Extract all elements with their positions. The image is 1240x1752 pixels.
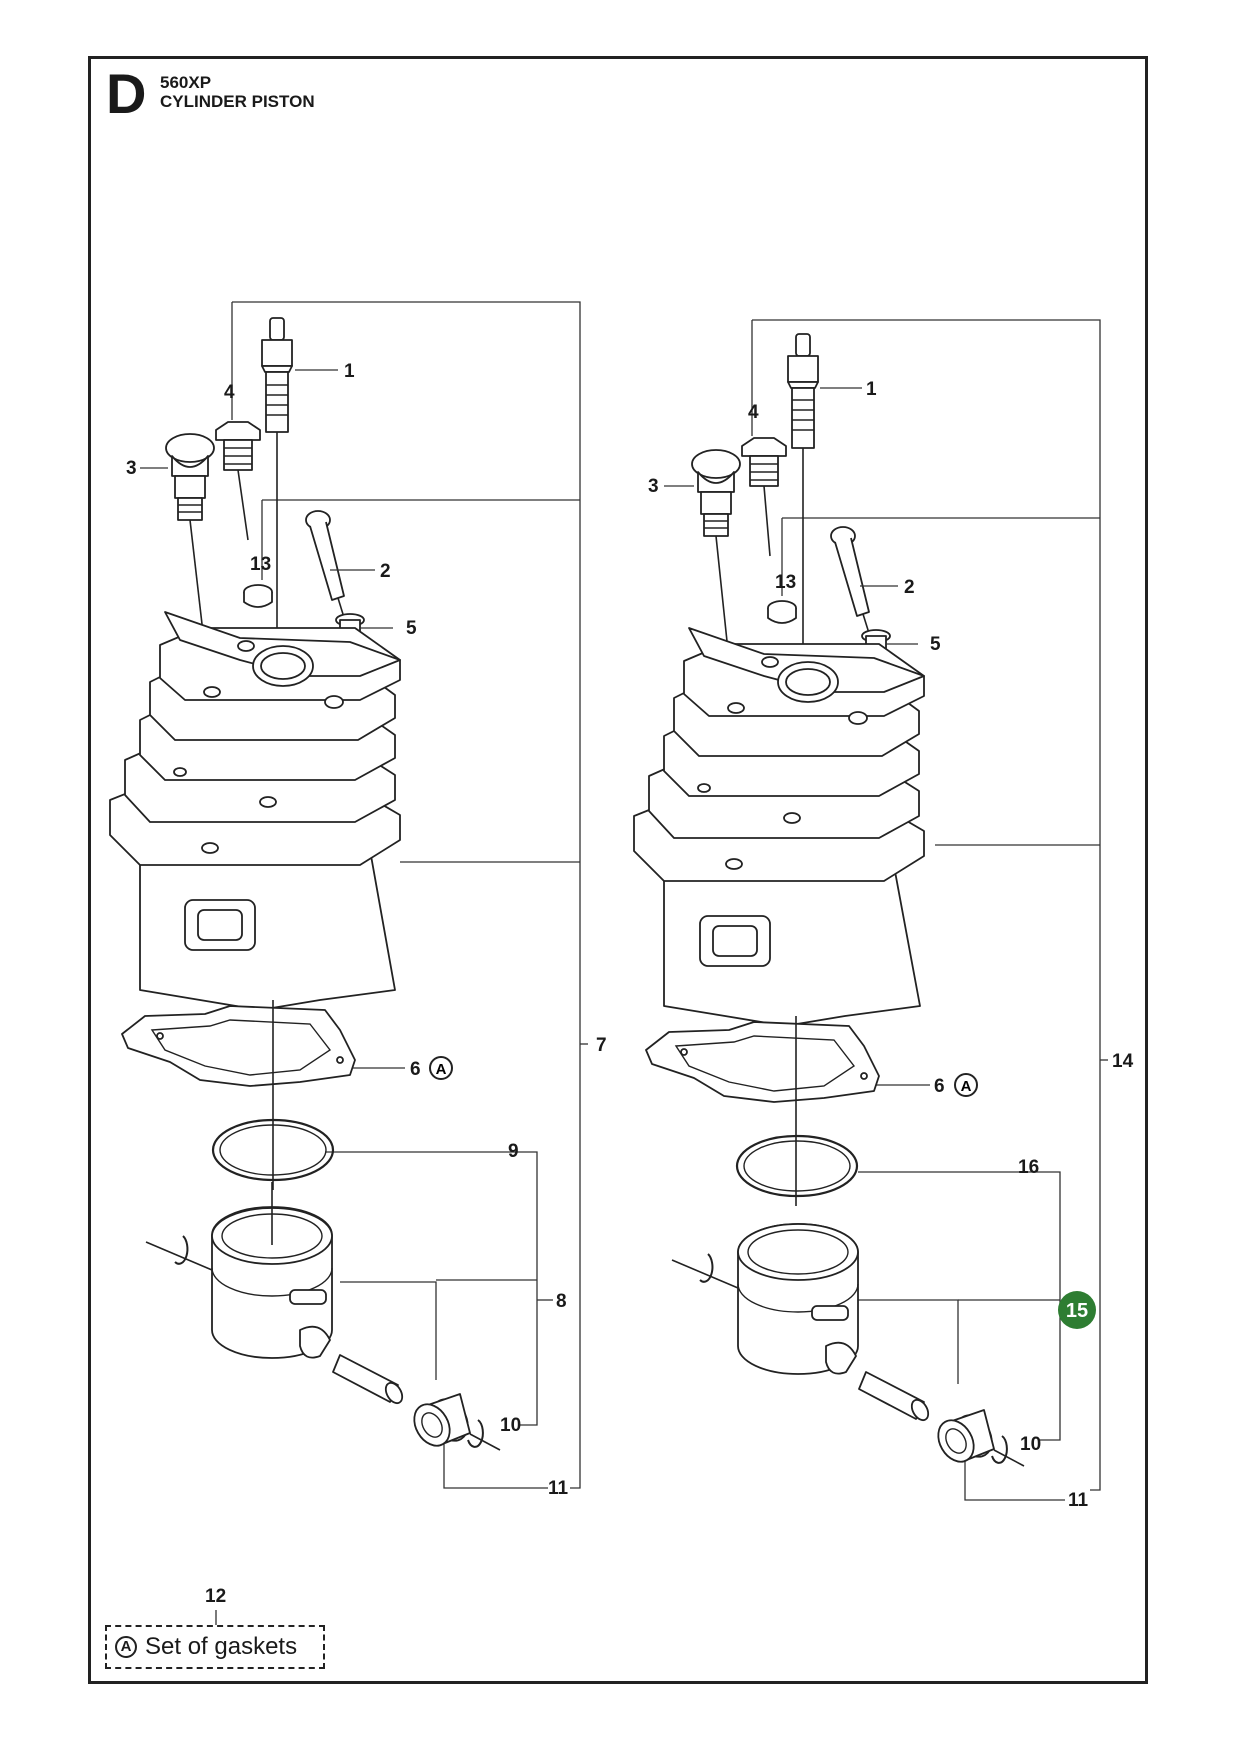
- callout-11-right: 11: [1068, 1490, 1089, 1511]
- piston-pin-right: [858, 1371, 930, 1422]
- decompression-valve-right: [691, 449, 741, 671]
- callout-7: 7: [596, 1035, 607, 1056]
- callout-2-right: 2: [904, 577, 915, 598]
- spark-plug-left: [261, 317, 293, 640]
- piston-pin-left: [332, 1354, 404, 1405]
- spark-plug-right: [787, 333, 819, 660]
- callout-11-left: 11: [548, 1478, 569, 1499]
- svg-text:A: A: [961, 1078, 972, 1095]
- legend-symbol: A: [115, 1636, 137, 1658]
- callout-4-left: 4: [224, 382, 235, 403]
- plug-4-right: [741, 437, 787, 557]
- washer-13-right: [767, 600, 797, 624]
- plug-4-left: [215, 421, 261, 541]
- svg-text:A: A: [436, 1061, 447, 1078]
- left-assembly: [109, 301, 588, 1489]
- callout-13-left: 13: [250, 554, 271, 575]
- callout-1-right: 1: [866, 379, 877, 400]
- needle-bearing-left: [413, 1393, 501, 1451]
- right-assembly: [633, 319, 1108, 1501]
- cylinder-screw-left: [305, 510, 355, 651]
- page-frame: [88, 56, 1148, 1684]
- callout-15-badge: 15: [1058, 1291, 1096, 1329]
- piston-ring-right: [735, 1134, 859, 1198]
- callout-15: 15: [1066, 1300, 1088, 1322]
- callout-10-right: 10: [1020, 1434, 1041, 1455]
- callout-9: 9: [508, 1141, 519, 1162]
- callout-6-right: 6: [934, 1076, 945, 1097]
- model-name: 560XP: [160, 73, 212, 92]
- piston-right: [671, 1223, 859, 1375]
- cylinder-right: [633, 627, 925, 1027]
- callout-10-left: 10: [500, 1415, 521, 1436]
- cylinder-gasket-left: [121, 1000, 356, 1190]
- gasket-kit-marker-right: A: [954, 1073, 978, 1097]
- cylinder-left: [109, 611, 401, 1011]
- callout-3-left: 3: [126, 458, 137, 479]
- washer-13-left: [243, 584, 273, 608]
- cylinder-screw-right: [830, 526, 879, 663]
- callout-8: 8: [556, 1291, 567, 1312]
- callout-3-right: 3: [648, 476, 659, 497]
- needle-bearing-right: [937, 1409, 1025, 1467]
- section-letter: D: [106, 62, 147, 125]
- callout-15-circle: [1058, 1291, 1096, 1329]
- piston-left: [145, 1182, 333, 1359]
- legend-box: [105, 1625, 325, 1669]
- callout-4-right: 4: [748, 402, 759, 423]
- page-title: CYLINDER PISTON: [160, 92, 315, 111]
- piston-ring-left: [211, 1118, 335, 1182]
- callout-5-right: 5: [930, 634, 941, 655]
- gasket-kit-marker-left: A: [429, 1056, 453, 1080]
- cylinder-gasket-right: [645, 1016, 880, 1206]
- callout-6-left: 6: [410, 1059, 421, 1080]
- legend-text: Set of gaskets: [145, 1633, 298, 1660]
- callout-13-right: 13: [775, 572, 796, 593]
- callout-5-left: 5: [406, 618, 417, 639]
- callout-12: 12: [205, 1586, 226, 1607]
- callout-14: 14: [1112, 1051, 1134, 1072]
- callout-2-left: 2: [380, 561, 391, 582]
- callout-16: 16: [1018, 1157, 1039, 1178]
- callout-1-left: 1: [344, 361, 355, 382]
